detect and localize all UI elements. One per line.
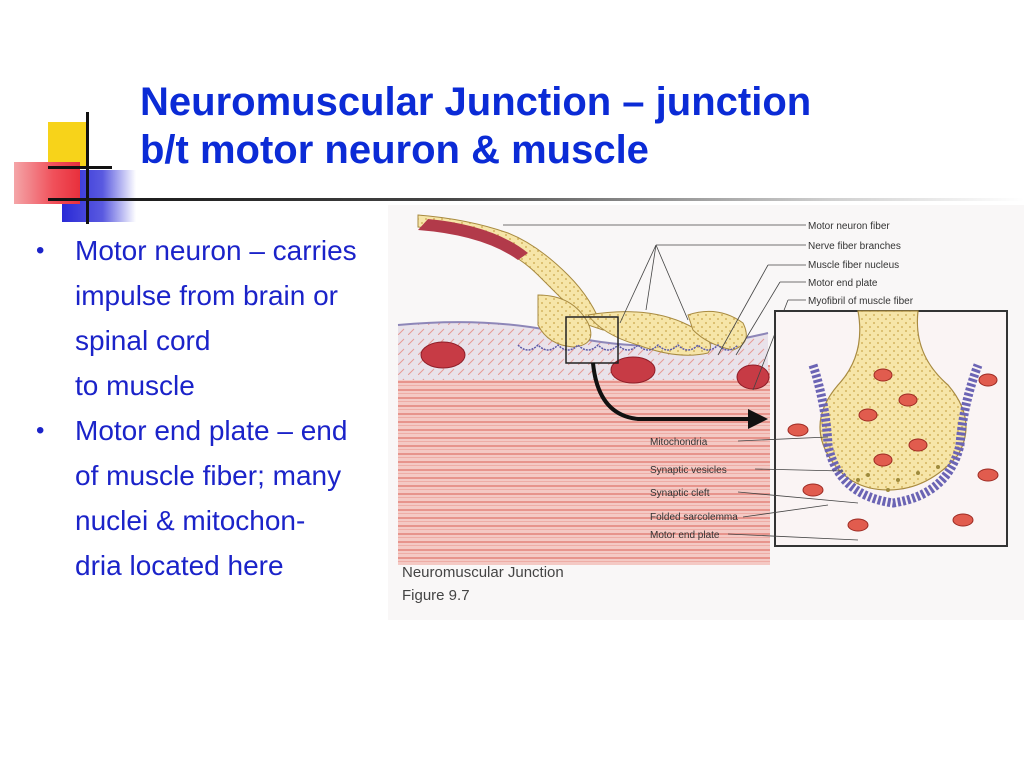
bullet-line: impulse from brain or: [75, 280, 338, 311]
label-myofibril: Myofibril of muscle fiber: [808, 296, 914, 307]
bullet-line: of muscle fiber; many: [75, 460, 342, 491]
bullet-line: Motor end plate – end: [75, 415, 348, 446]
mitochondria-group: [787, 368, 999, 532]
motor-end-plate-bulb: [537, 294, 592, 348]
bullet-line: spinal cord: [75, 325, 211, 356]
label-muscle-fiber-nucleus: Muscle fiber nucleus: [808, 260, 899, 271]
sarcolemma-region: [398, 322, 768, 380]
synaptic-vesicles: [856, 465, 940, 492]
zoom-arrow-line: [591, 362, 748, 421]
slide-title: Neuromuscular Junction – junction b/t mo…: [140, 78, 1000, 174]
bullet-line: dria located here: [75, 550, 284, 581]
title-underline: [48, 198, 1024, 201]
slide-title-line-2: b/t motor neuron & muscle: [140, 128, 649, 172]
muscle-nucleus: [736, 364, 770, 390]
neuromuscular-junction-figure: Motor neuron fiber Nerve fiber branches …: [388, 205, 1024, 620]
bullet-marker: •: [36, 237, 45, 264]
deco-horizontal-line: [48, 166, 112, 169]
bullet-line: to muscle: [75, 370, 195, 401]
label-synaptic-cleft: Synaptic cleft: [650, 488, 710, 499]
figure-caption-title: Neuromuscular Junction: [402, 564, 564, 581]
figure-caption-number: Figure 9.7: [402, 587, 470, 604]
myelin-sheath: [418, 219, 528, 260]
bullet-line: Motor neuron – carries: [75, 235, 357, 266]
deco-red-square: [14, 162, 80, 204]
bullet-marker: •: [36, 417, 45, 444]
slide-title-line-1: Neuromuscular Junction – junction: [140, 80, 812, 124]
muscle-nucleus: [610, 356, 656, 384]
muscle-nucleus: [420, 341, 466, 369]
bullet-item: • Motor neuron – carries impulse from br…: [36, 228, 426, 408]
folded-sarcolemma-coil: [808, 363, 983, 508]
label-folded-sarcolemma: Folded sarcolemma: [650, 512, 738, 523]
label-synaptic-vesicles: Synaptic vesicles: [650, 465, 727, 476]
bullet-item: • Motor end plate – end of muscle fiber;…: [36, 408, 426, 588]
label-motor-end-plate-detail: Motor end plate: [650, 530, 720, 541]
bullet-line: nuclei & mitochon-: [75, 505, 306, 536]
zoom-arrow-head: [748, 409, 768, 429]
folded-membrane: [517, 343, 739, 351]
label-nerve-fiber-branches: Nerve fiber branches: [808, 241, 901, 252]
label-motor-end-plate: Motor end plate: [808, 278, 878, 289]
muscle-fiber: [398, 365, 770, 565]
zoom-source-box: [565, 316, 619, 364]
label-mitochondria: Mitochondria: [650, 437, 708, 448]
bullet-list: • Motor neuron – carries impulse from br…: [36, 228, 426, 588]
deco-yellow-square: [48, 122, 88, 166]
leader-lines-left: [727, 436, 859, 541]
label-motor-neuron-fiber: Motor neuron fiber: [808, 221, 890, 232]
